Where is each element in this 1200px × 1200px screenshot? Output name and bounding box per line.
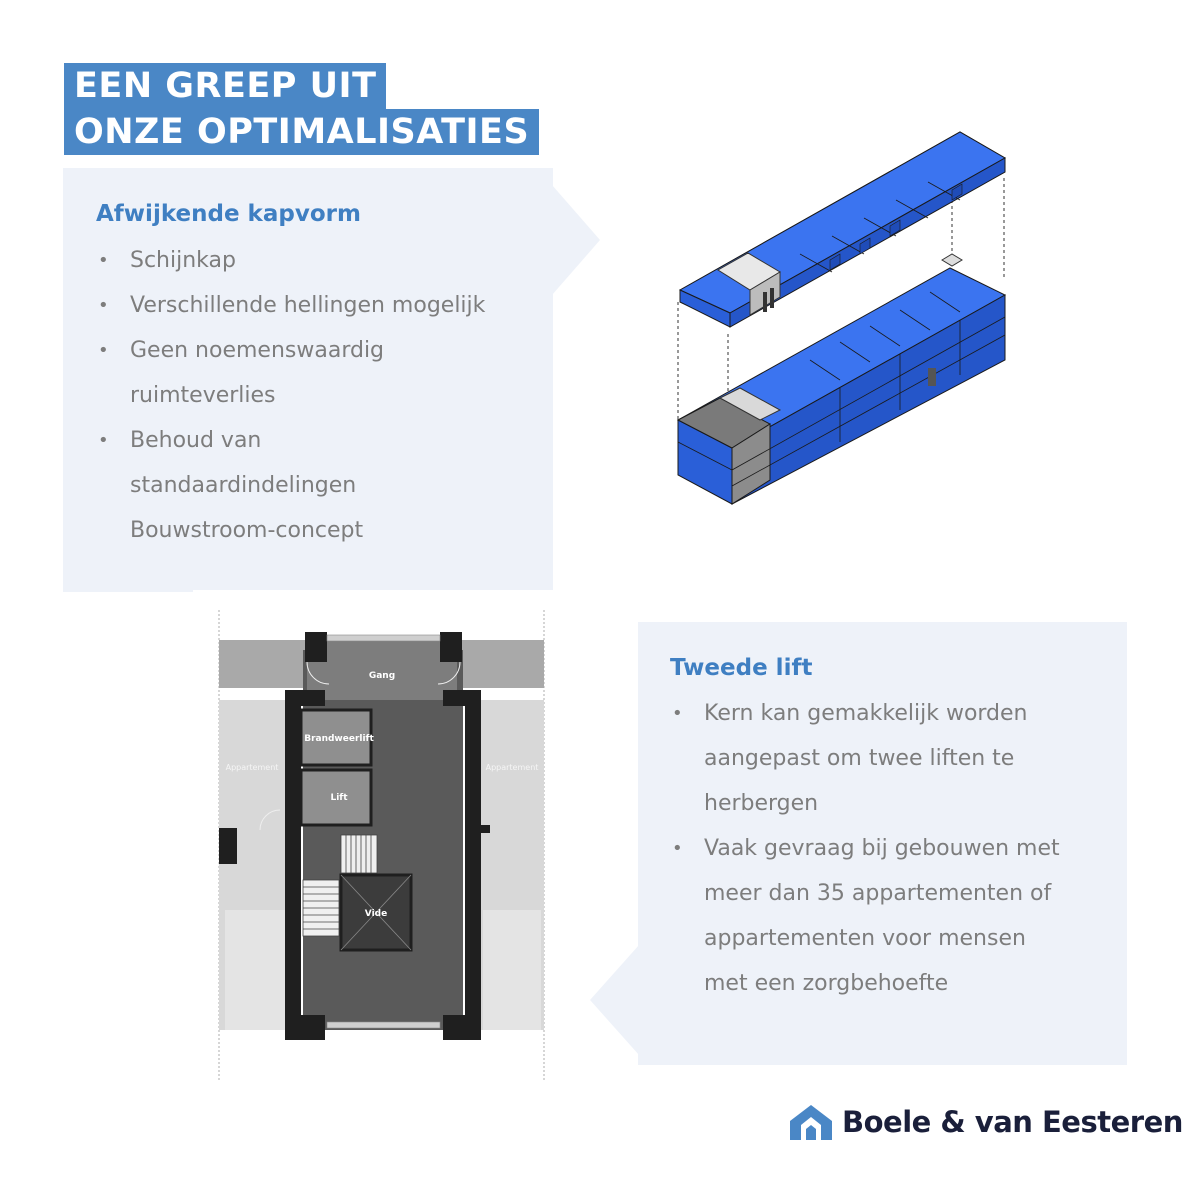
list-item: • Verschillende hellingen mogelijk — [98, 283, 540, 328]
panel2-pointer — [590, 945, 639, 1055]
list-item-text: Behoud van standaardindelingen Bouwstroo… — [130, 428, 364, 543]
bullet-dot: • — [98, 430, 109, 451]
bullet-dot: • — [672, 838, 683, 859]
list-item-text: Schijnkap — [130, 248, 236, 273]
label-gang: Gang — [369, 671, 395, 681]
isometric-building-illustration — [676, 131, 1007, 505]
list-item: • Vaak gevraag bij gebouwen met meer dan… — [672, 826, 1114, 1006]
panel1-bullet-list: • Schijnkap • Verschillende hellingen moge… — [98, 238, 540, 553]
panel1-heading: Afwijkende kapvorm — [96, 201, 361, 227]
building-volume — [676, 267, 1007, 505]
bullet-dot: • — [672, 703, 683, 724]
label-lift: Lift — [330, 793, 348, 803]
label-appartement-right: Appartement — [486, 763, 539, 772]
list-item: • Geen noemenswaardig ruimteverlies — [98, 328, 540, 418]
title-line-2: ONZE OPTIMALISATIES — [64, 109, 540, 155]
list-item-text: Vaak gevraag bij gebouwen met meer dan 3… — [704, 836, 1060, 996]
logo-text: Boele & van Eesteren — [842, 1105, 1183, 1139]
list-item: • Behoud van standaardindelingen Bouwstro… — [98, 418, 540, 553]
tweede-lift-panel — [638, 622, 1127, 1065]
list-item-text: Verschillende hellingen mogelijk — [130, 293, 486, 318]
list-item-text: Kern kan gemakkelijk worden aangepast om… — [704, 701, 1028, 816]
panel2-heading: Tweede lift — [670, 655, 813, 681]
panel1-tab — [63, 584, 193, 592]
label-brandweerlift: Brandweerlift — [304, 734, 374, 744]
panel1-pointer — [552, 185, 600, 295]
list-item-text: Geen noemenswaardig ruimteverlies — [130, 338, 385, 408]
bullet-dot: • — [98, 295, 109, 316]
label-appartement-left: Appartement — [226, 763, 279, 772]
title-line-1: EEN GREEP UIT — [64, 63, 387, 109]
list-item: • Kern kan gemakkelijk worden aangepast o… — [672, 691, 1114, 826]
bullet-dot: • — [98, 250, 109, 271]
company-logo: Boele & van Eesteren — [788, 1100, 1183, 1144]
floor-plan-illustration: Gang Brandweerlift Lift Vide Appartement… — [215, 610, 550, 1080]
roof-volume — [678, 131, 1007, 328]
label-vide: Vide — [365, 909, 387, 919]
panel2-bullet-list: • Kern kan gemakkelijk worden aangepast o… — [672, 691, 1114, 1006]
bullet-dot: • — [98, 340, 109, 361]
list-item: • Schijnkap — [98, 238, 540, 283]
house-logo-icon — [790, 1105, 832, 1140]
kapvorm-panel — [63, 168, 553, 590]
